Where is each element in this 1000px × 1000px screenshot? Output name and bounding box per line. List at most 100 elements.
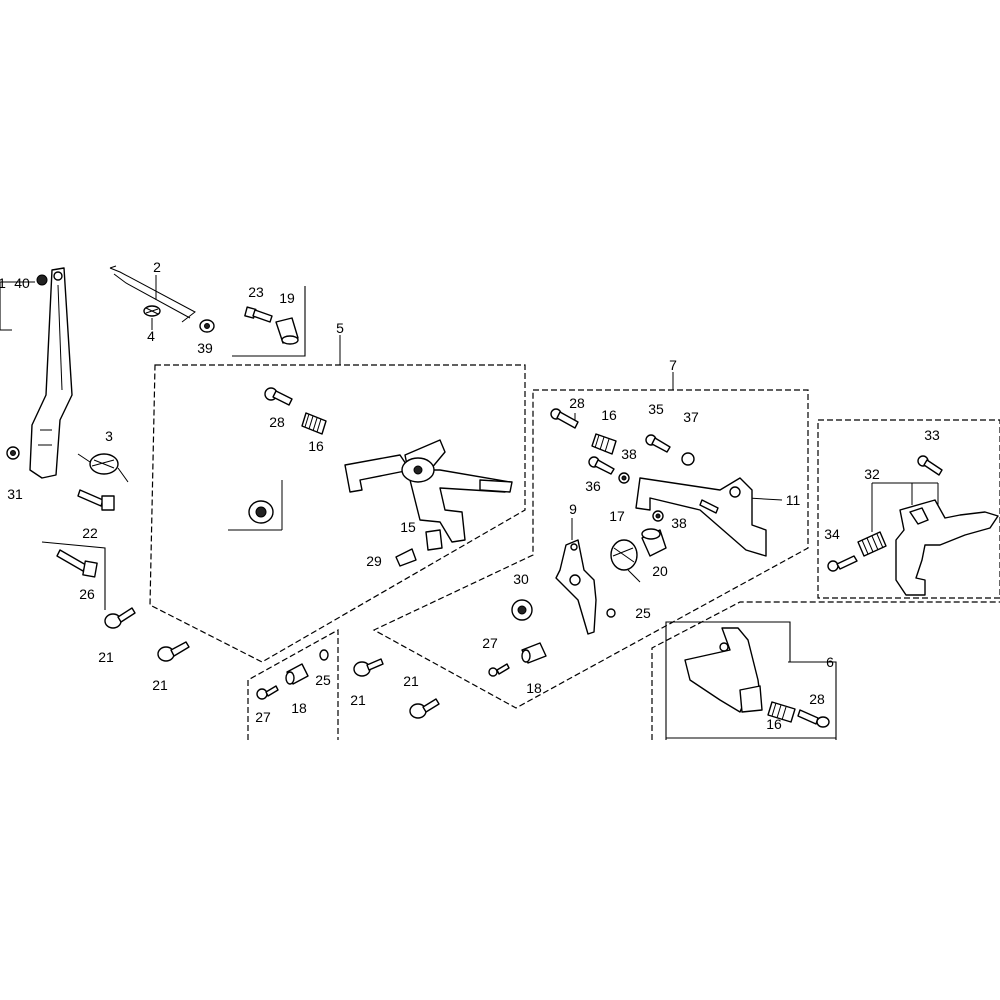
- callout-34: 34: [824, 526, 840, 542]
- part-11-bracket: [635, 477, 767, 557]
- part-15-clip: [425, 529, 443, 551]
- callout-31: 31: [7, 486, 23, 502]
- part-26-bolt: [56, 549, 98, 578]
- part-32-spring: [857, 531, 887, 557]
- callout-29: 29: [366, 553, 382, 569]
- callout-40: 40: [14, 275, 30, 291]
- part-36-bolt: [588, 456, 615, 475]
- callout-25-b: 25: [635, 605, 651, 621]
- callout-21-a: 21: [98, 649, 114, 665]
- part-30-nut: [511, 599, 533, 621]
- callout-3: 3: [105, 428, 113, 444]
- part-35-bolt: [645, 434, 671, 453]
- part-21-bolt-c: [353, 658, 384, 677]
- callout-5: 5: [336, 320, 344, 336]
- callout-21-c: 21: [350, 692, 366, 708]
- callout-27-b: 27: [482, 635, 498, 651]
- callout-16-a: 16: [308, 438, 324, 454]
- callout-4: 4: [147, 328, 155, 344]
- part-28-bolt-b: [550, 408, 579, 429]
- callout-25-a: 25: [315, 672, 331, 688]
- part-1-lever: [29, 267, 73, 479]
- callout-30: 30: [513, 571, 529, 587]
- part-3-spring: [77, 453, 129, 483]
- part-40-nut: [36, 274, 48, 286]
- callout-33: 33: [924, 427, 940, 443]
- part-9-arm: [555, 539, 597, 635]
- part-23-bolt: [244, 306, 273, 323]
- callout-28-c: 28: [809, 691, 825, 707]
- part-22-bolt: [77, 489, 115, 511]
- part-17-spring: [610, 539, 641, 583]
- frame-group-6-inner: [665, 621, 837, 740]
- callout-26: 26: [79, 586, 95, 602]
- part-16-spring-a: [301, 412, 327, 435]
- part-38-washer-b: [652, 510, 664, 522]
- callout-22: 22: [82, 525, 98, 541]
- callout-36: 36: [585, 478, 601, 494]
- part-29-bolt: [395, 548, 417, 567]
- part-nut-group-5: [248, 500, 274, 524]
- callout-1: 1: [0, 275, 6, 291]
- callout-28-a: 28: [269, 414, 285, 430]
- frame-group-26-21: [41, 541, 106, 610]
- part-right-bracket: [895, 499, 999, 596]
- callout-37: 37: [683, 409, 699, 425]
- callout-17: 17: [609, 508, 625, 524]
- part-16-spring-c: [767, 701, 796, 723]
- part-33-bolt: [917, 455, 943, 476]
- part-6-lever-plate: [684, 627, 763, 713]
- parts: [6, 265, 999, 728]
- part-16-spring-b: [591, 433, 617, 455]
- callout-19: 19: [279, 290, 295, 306]
- part-38-washer-a: [618, 472, 630, 484]
- callout-35: 35: [648, 401, 664, 417]
- part-25-washer-a: [319, 649, 329, 661]
- callout-7: 7: [669, 357, 677, 373]
- callout-6: 6: [826, 654, 834, 670]
- frames: [0, 281, 1000, 740]
- frame-group-right: [817, 419, 1000, 599]
- callout-28-b: 28: [569, 395, 585, 411]
- leader-lines: [12, 275, 939, 663]
- part-20-collar: [641, 528, 667, 557]
- callout-38-b: 38: [671, 515, 687, 531]
- callout-16-b: 16: [601, 407, 617, 423]
- callout-2: 2: [153, 259, 161, 275]
- callout-18-a: 18: [291, 700, 307, 716]
- callout-20: 20: [652, 563, 668, 579]
- callout-32: 32: [864, 466, 880, 482]
- frame-group-5: [149, 364, 526, 663]
- frame-group-7: [372, 389, 809, 709]
- callout-39: 39: [197, 340, 213, 356]
- part-28-bolt-a: [264, 387, 293, 406]
- part-21-bolt-b: [157, 641, 190, 662]
- part-2-rod: [109, 265, 196, 323]
- callout-11: 11: [786, 492, 801, 508]
- part-4-spring: [143, 305, 161, 317]
- part-39-nut: [199, 319, 215, 333]
- callout-38-a: 38: [621, 446, 637, 462]
- callout-labels: 1 40 2 4 39 23 19 5 3 31 22 26 21 21 28 …: [0, 259, 940, 732]
- part-37-nut: [681, 452, 695, 466]
- part-5-lever-assembly: [344, 439, 513, 543]
- callout-9: 9: [569, 501, 577, 517]
- frame-group-23-19: [232, 286, 306, 357]
- frame-group-6: [651, 601, 1000, 740]
- callout-23: 23: [248, 284, 264, 300]
- part-19-collar: [275, 317, 299, 345]
- callout-21-b: 21: [152, 677, 168, 693]
- frame-group-27-18-25: [247, 628, 339, 740]
- part-18-collar-a: [285, 663, 309, 685]
- part-25-washer-b: [606, 608, 616, 618]
- part-21-bolt-d: [409, 698, 440, 719]
- frame-group-1: [0, 281, 12, 331]
- callout-18-b: 18: [526, 680, 542, 696]
- part-31-nut: [6, 446, 20, 460]
- part-28-bolt-c: [797, 709, 830, 728]
- part-27-screw-a: [256, 685, 279, 700]
- callout-27-a: 27: [255, 709, 271, 725]
- part-21-bolt-a: [104, 607, 136, 629]
- part-34-bolt: [827, 555, 858, 572]
